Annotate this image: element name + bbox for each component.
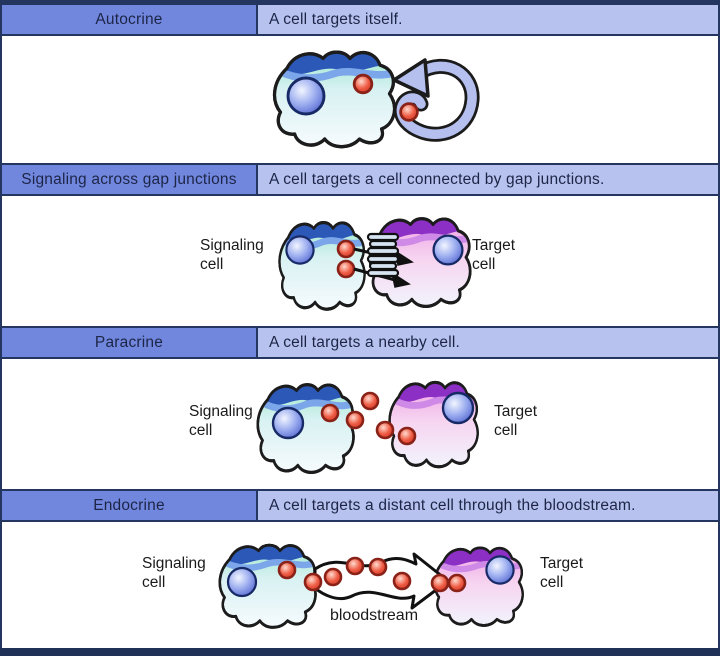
nucleus-icon <box>285 235 315 265</box>
signal-type-description: A cell targets a nearby cell. <box>269 333 461 351</box>
autocrine-illustration <box>0 36 720 163</box>
signaling-cell-label: Signaling cell <box>189 403 253 439</box>
signal-type-title: Paracrine <box>94 333 164 351</box>
signal-type-description: A cell targets itself. <box>269 10 403 28</box>
nucleus-icon <box>441 391 475 425</box>
ligand-dot-icon <box>336 259 356 279</box>
bloodstream-label: bloodstream <box>329 607 419 624</box>
nucleus-icon <box>286 76 326 116</box>
nucleus-icon <box>485 555 515 585</box>
signaling-cell-label: Signaling cell <box>200 237 264 273</box>
signal-type-title: Autocrine <box>95 10 163 28</box>
signaling-cell-shape <box>274 211 370 309</box>
signal-type-cell: Autocrine <box>2 5 258 34</box>
section-paracrine: Paracrine A cell targets a nearby cell. <box>0 326 720 489</box>
bottom-frame-bar <box>0 648 720 656</box>
signal-type-description: A cell targets a distant cell through th… <box>269 496 636 514</box>
section-gap-junctions: Signaling across gap junctions A cell ta… <box>0 163 720 326</box>
autocrine-drawing <box>2 36 480 163</box>
signal-type-title: Signaling across gap junctions <box>21 170 237 188</box>
nucleus-icon <box>271 406 305 440</box>
target-cell-label: Target cell <box>494 403 538 439</box>
endocrine-illustration: Signaling cell Target cell bloodstream <box>0 522 720 648</box>
description-cell: A cell targets itself. <box>258 5 718 34</box>
row-header-autocrine: Autocrine A cell targets itself. <box>0 5 720 36</box>
signal-type-cell: Signaling across gap junctions <box>2 165 258 194</box>
paracrine-illustration: Signaling cell Target cell <box>0 359 720 489</box>
gap-junction-illustration: Signaling cell Target cell <box>0 196 720 326</box>
signaling-cell-shape <box>266 40 402 147</box>
signal-type-cell: Paracrine <box>2 328 258 357</box>
description-cell: A cell targets a cell connected by gap j… <box>258 165 718 194</box>
section-endocrine: Endocrine A cell targets a distant cell … <box>0 489 720 648</box>
row-header-gap-junctions: Signaling across gap junctions A cell ta… <box>0 163 720 196</box>
signal-type-description: A cell targets a cell connected by gap j… <box>269 170 605 188</box>
gap-junction-channel-icon <box>366 232 400 278</box>
row-header-paracrine: Paracrine A cell targets a nearby cell. <box>0 326 720 359</box>
section-autocrine: Autocrine A cell targets itself. <box>0 5 720 163</box>
signal-type-cell: Endocrine <box>2 491 258 520</box>
ligand-dot-icon <box>352 73 374 95</box>
nucleus-icon <box>432 234 464 266</box>
endocrine-drawing <box>2 522 718 648</box>
ligand-dot-icon <box>399 102 419 122</box>
signal-type-title: Endocrine <box>93 496 165 514</box>
signaling-cell-shape <box>251 373 359 472</box>
description-cell: A cell targets a nearby cell. <box>258 328 718 357</box>
signaling-cell-label: Signaling cell <box>142 555 206 591</box>
top-frame-bar <box>0 0 720 5</box>
self-loop-arrow-icon <box>392 58 480 142</box>
nucleus-icon <box>226 566 258 598</box>
target-cell-label: Target cell <box>540 555 584 591</box>
description-cell: A cell targets a distant cell through th… <box>258 491 718 520</box>
paracrine-drawing <box>2 359 718 489</box>
row-header-endocrine: Endocrine A cell targets a distant cell … <box>0 489 720 522</box>
target-cell-label: Target cell <box>472 237 516 273</box>
ligand-dot-icon <box>336 239 356 259</box>
gap-junction-drawing <box>2 196 718 326</box>
ligand-dot-icon <box>277 560 297 580</box>
